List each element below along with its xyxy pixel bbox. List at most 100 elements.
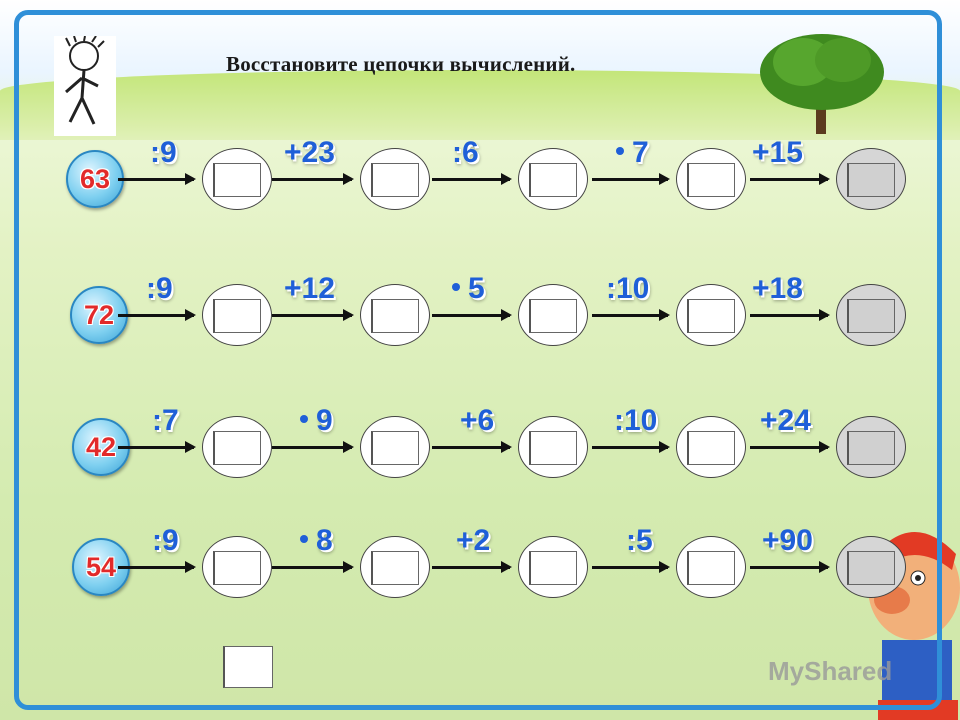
intermediate-oval — [676, 148, 746, 210]
intermediate-oval — [202, 536, 272, 598]
answer-box[interactable] — [213, 551, 261, 585]
intermediate-oval — [202, 284, 272, 346]
intermediate-oval — [360, 284, 430, 346]
answer-box[interactable] — [529, 551, 577, 585]
operation-text: +23 — [284, 136, 335, 169]
chain-arrow — [272, 178, 352, 181]
chain-arrow — [272, 566, 352, 569]
chain-arrow — [592, 446, 668, 449]
intermediate-oval — [518, 416, 588, 478]
intermediate-oval — [676, 284, 746, 346]
answer-box[interactable] — [687, 299, 735, 333]
intermediate-oval — [202, 416, 272, 478]
intermediate-oval — [360, 416, 430, 478]
answer-box[interactable] — [371, 551, 419, 585]
result-oval — [836, 536, 906, 598]
operation-text: +12 — [284, 272, 335, 305]
operation-label: :9 — [146, 272, 173, 306]
answer-box[interactable] — [213, 163, 261, 197]
operation-label: +23 — [284, 136, 335, 170]
start-number: 63 — [68, 152, 122, 206]
operation-label: :7 — [152, 404, 179, 438]
intermediate-oval — [518, 284, 588, 346]
intermediate-oval — [360, 536, 430, 598]
chain-arrow — [118, 566, 194, 569]
operation-label: 7 — [616, 136, 649, 170]
intermediate-oval — [518, 536, 588, 598]
watermark: MyShared — [768, 656, 892, 687]
operation-text: :10 — [614, 404, 657, 437]
chain-arrow — [432, 314, 510, 317]
answer-box[interactable] — [847, 431, 895, 465]
intermediate-oval — [518, 148, 588, 210]
operation-text: +24 — [760, 404, 811, 437]
answer-box[interactable] — [529, 431, 577, 465]
chain-arrow — [750, 566, 828, 569]
chain-arrow — [592, 178, 668, 181]
answer-box[interactable] — [529, 163, 577, 197]
operation-text: :5 — [626, 524, 653, 557]
operation-text: :9 — [146, 272, 173, 305]
chain-arrow — [432, 178, 510, 181]
operation-label: :10 — [614, 404, 657, 438]
answer-box[interactable] — [687, 551, 735, 585]
operation-text: :9 — [152, 524, 179, 557]
chain-arrow — [272, 314, 352, 317]
multiply-dot-icon — [452, 283, 460, 291]
operation-label: :9 — [150, 136, 177, 170]
answer-box[interactable] — [529, 299, 577, 333]
intermediate-oval — [676, 536, 746, 598]
answer-box[interactable] — [847, 163, 895, 197]
chain-arrow — [272, 446, 352, 449]
answer-box[interactable] — [847, 551, 895, 585]
operation-label: 5 — [452, 272, 485, 306]
operation-label: +6 — [460, 404, 494, 438]
operation-label: +18 — [752, 272, 803, 306]
result-oval — [836, 148, 906, 210]
result-oval — [836, 284, 906, 346]
chain-arrow — [432, 446, 510, 449]
chain-arrow — [750, 446, 828, 449]
answer-box[interactable] — [371, 299, 419, 333]
start-number-circle: 63 — [66, 150, 124, 208]
chain-arrow — [750, 178, 828, 181]
answer-box[interactable] — [371, 431, 419, 465]
operation-text: 9 — [316, 404, 333, 437]
operation-text: 8 — [316, 524, 333, 557]
result-oval — [836, 416, 906, 478]
chain-arrow — [432, 566, 510, 569]
operation-text: +6 — [460, 404, 494, 437]
operation-text: +18 — [752, 272, 803, 305]
operation-label: +12 — [284, 272, 335, 306]
operation-text: +90 — [762, 524, 813, 557]
chain-arrow — [118, 446, 194, 449]
answer-box[interactable] — [213, 299, 261, 333]
operation-label: 9 — [300, 404, 333, 438]
operation-label: :5 — [626, 524, 653, 558]
answer-box[interactable] — [371, 163, 419, 197]
operation-text: :7 — [152, 404, 179, 437]
operation-label: +90 — [762, 524, 813, 558]
operation-text: +15 — [752, 136, 803, 169]
operation-label: +24 — [760, 404, 811, 438]
answer-box-extra[interactable] — [223, 646, 273, 688]
operation-label: +2 — [456, 524, 490, 558]
chain-arrow — [118, 314, 194, 317]
operation-label: :10 — [606, 272, 649, 306]
chain-arrow — [592, 314, 668, 317]
slide-frame — [14, 10, 942, 710]
operation-text: +2 — [456, 524, 490, 557]
intermediate-oval — [676, 416, 746, 478]
answer-box[interactable] — [687, 431, 735, 465]
operation-label: :6 — [452, 136, 479, 170]
answer-box[interactable] — [687, 163, 735, 197]
answer-box[interactable] — [213, 431, 261, 465]
chain-arrow — [118, 178, 194, 181]
operation-text: :9 — [150, 136, 177, 169]
answer-box[interactable] — [847, 299, 895, 333]
operation-label: +15 — [752, 136, 803, 170]
multiply-dot-icon — [616, 147, 624, 155]
intermediate-oval — [360, 148, 430, 210]
operation-text: :10 — [606, 272, 649, 305]
